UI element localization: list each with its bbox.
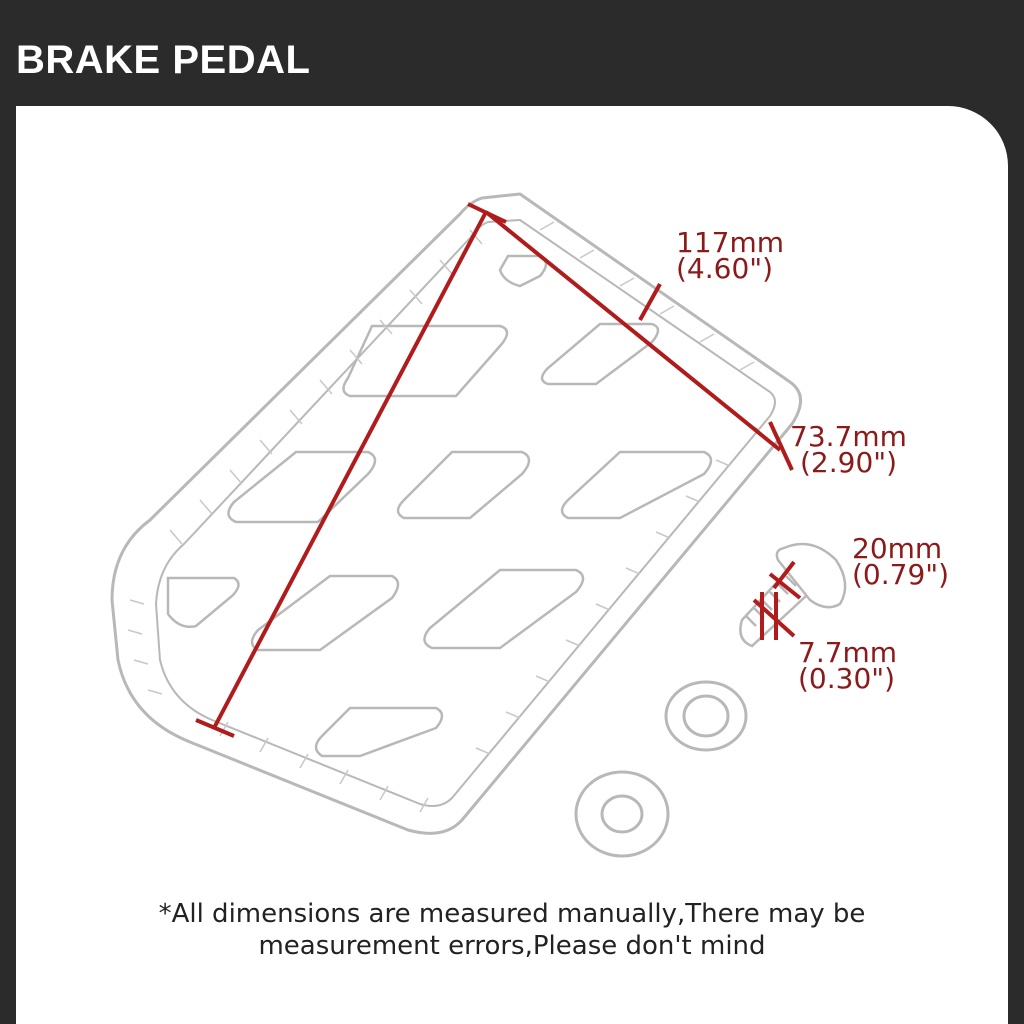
spacer-washer-icon (664, 680, 748, 752)
dimension-lines (195, 202, 802, 738)
width-dimension-line (484, 210, 782, 452)
width-imperial: (2.90") (800, 446, 898, 479)
measurement-note-line-2: measurement errors,Please don't mind (258, 931, 766, 961)
length-label: 117mm (4.60") (676, 226, 784, 285)
width-label: 73.7mm (2.90") (790, 420, 907, 479)
bolt-diameter-metric: 7.7mm (798, 636, 898, 669)
bolt-diameter-imperial: (0.30") (798, 662, 896, 695)
bolt-length-line (768, 572, 802, 600)
bolt-length-imperial: (0.79") (852, 558, 950, 591)
measurement-note: *All dimensions are measured manually,Th… (0, 898, 1024, 962)
pedal-teeth (127, 221, 761, 813)
width-metric: 73.7mm (790, 420, 907, 453)
page-title: BRAKE PEDAL (16, 38, 311, 82)
length-metric: 117mm (676, 226, 784, 259)
bolt-icon (739, 542, 847, 648)
bolt-length-metric: 20mm (852, 532, 943, 565)
length-imperial: (4.60") (676, 252, 774, 285)
pedal-slots (166, 254, 713, 758)
bolt-diameter-label: 7.7mm (0.30") (798, 636, 898, 695)
length-dimension-line (212, 211, 488, 729)
product-panel (16, 106, 1008, 1024)
pedal-plate (110, 192, 802, 835)
flat-washer-icon (574, 770, 670, 858)
measurement-note-line-1: *All dimensions are measured manually,Th… (158, 899, 866, 929)
bolt-length-label: 20mm (0.79") (852, 532, 950, 591)
